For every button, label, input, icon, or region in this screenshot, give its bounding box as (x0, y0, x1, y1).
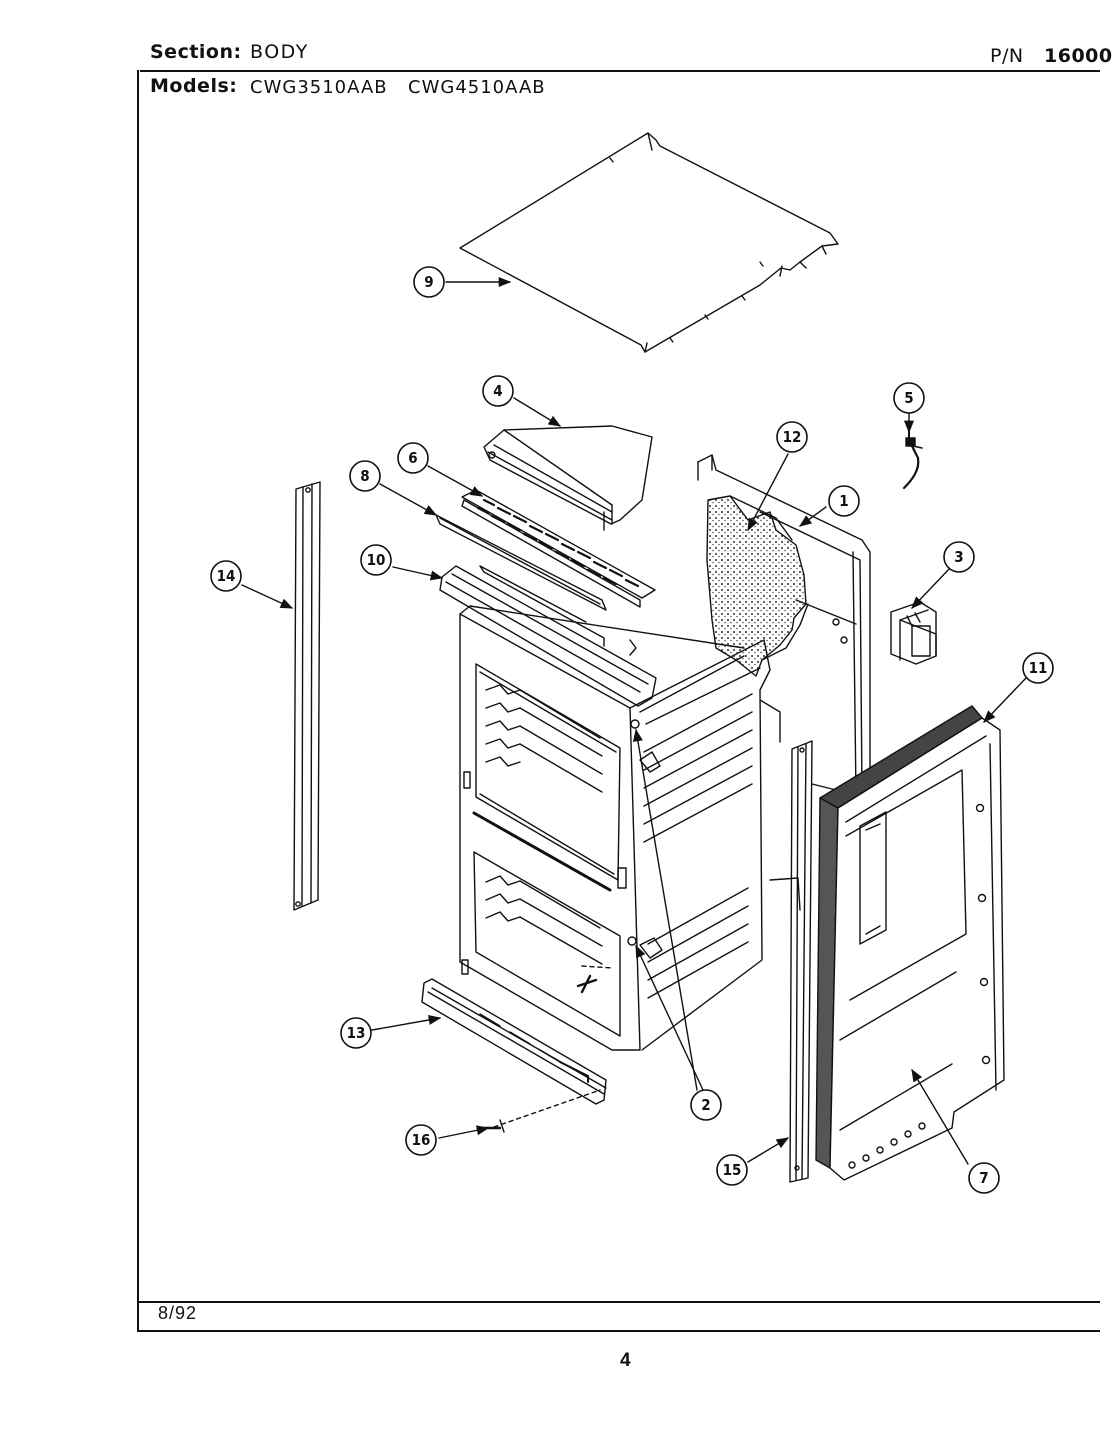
part-trim-bar (435, 514, 607, 611)
part-left-trim-strip (293, 481, 321, 911)
callout-5: 5 (904, 389, 913, 407)
part-bottom-trim (421, 978, 607, 1105)
callout-7: 7 (979, 1169, 988, 1187)
callout-3: 3 (954, 548, 963, 566)
part-insulation (706, 495, 809, 677)
models-label: Models: (150, 75, 238, 97)
part-vent-grill (461, 489, 656, 608)
callout-leaders (241, 276, 1027, 1165)
callout-11: 11 (1029, 659, 1048, 677)
callout-10: 10 (367, 551, 386, 569)
revision-date: 8/92 (158, 1303, 198, 1323)
frame-left-rule (137, 70, 139, 1332)
page-number: 4 (620, 1350, 631, 1371)
part-oven-cavity (459, 605, 801, 1051)
part-number-label: P/N (990, 45, 1024, 67)
part-right-trim-strip (789, 740, 813, 1183)
frame-footer-rule (137, 1301, 1100, 1303)
section-label: Section: (150, 41, 242, 63)
callout-6: 6 (408, 449, 417, 467)
callout-12: 12 (783, 428, 802, 446)
callout-4: 4 (493, 382, 502, 400)
part-vent-housing (483, 425, 653, 531)
callout-2: 2 (701, 1096, 710, 1114)
callout-16: 16 (412, 1131, 431, 1149)
part-screw (482, 1119, 505, 1133)
part-junction-box (890, 601, 937, 665)
assembly-guide-line (493, 965, 613, 1128)
part-power-cord (902, 424, 923, 490)
callout-circles (210, 266, 1054, 1194)
part-top-panel (459, 132, 839, 353)
callout-8: 8 (360, 467, 369, 485)
model-2: CWG4510AAB (408, 77, 546, 98)
callout-14: 14 (217, 567, 236, 585)
callout-9: 9 (424, 273, 433, 291)
frame-bottom-rule (137, 1330, 1100, 1332)
callout-15: 15 (723, 1161, 742, 1179)
part-front-channel (439, 565, 657, 707)
callout-1: 1 (839, 492, 848, 510)
part-number-value: 16000 (1044, 45, 1113, 67)
frame-top-rule (140, 70, 1100, 72)
callout-13: 13 (347, 1024, 366, 1042)
section-value: BODY (250, 41, 309, 63)
part-control-panel (815, 705, 1005, 1181)
model-1: CWG3510AAB (250, 77, 388, 98)
